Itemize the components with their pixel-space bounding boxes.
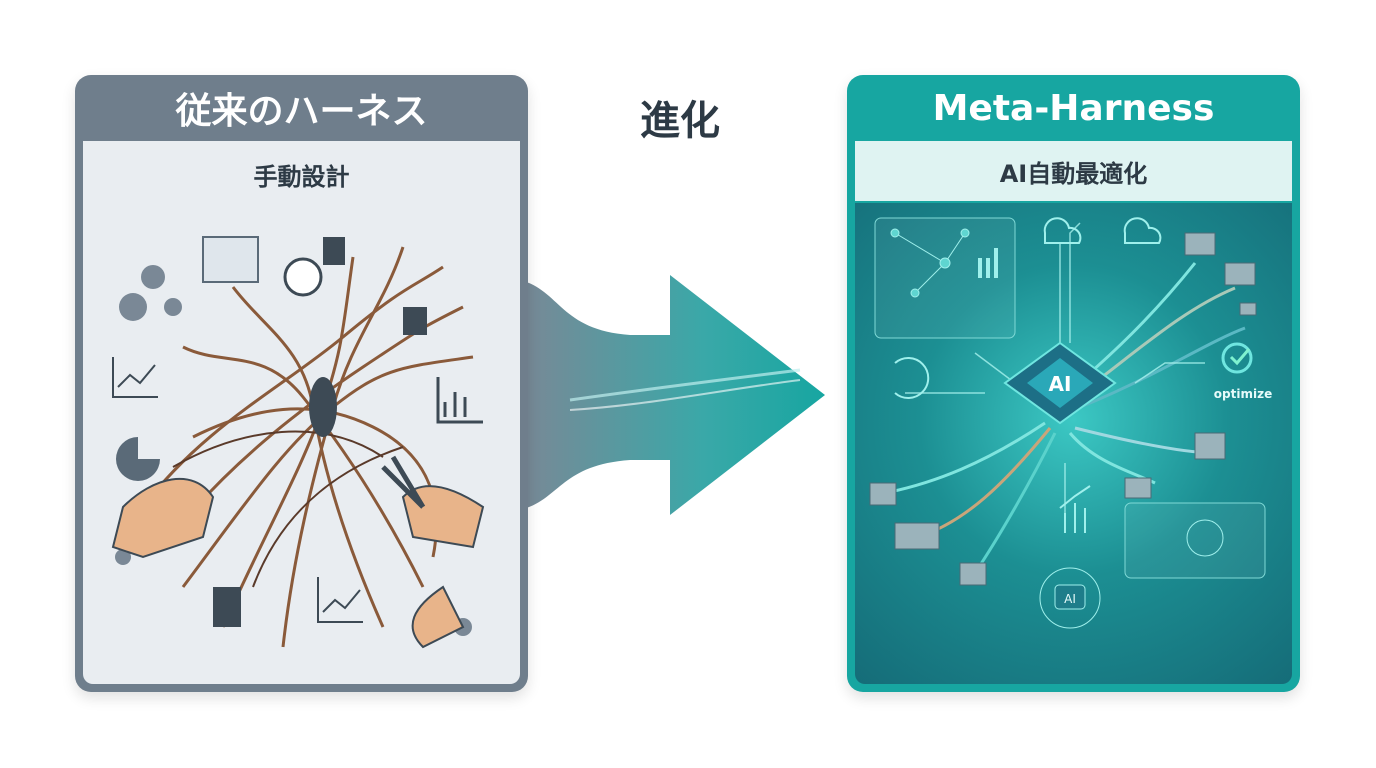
chip-label: AI (1049, 372, 1072, 396)
connector-icons (869, 232, 1257, 586)
network-graph-panel (874, 217, 1016, 339)
meta-harness-panel: Meta-Harness AI自動最適化 AI (847, 75, 1300, 692)
cloud-download-icon (1043, 217, 1082, 244)
face-scan-panel (1124, 502, 1266, 579)
head-icon (1186, 519, 1224, 557)
network-ai-label: AI (1064, 592, 1076, 606)
left-panel-title: 従来のハーネス (175, 91, 428, 132)
cloud-upload-icon (1123, 217, 1162, 244)
ai-chip-icon: AI (1003, 341, 1117, 425)
evolution-arrow (520, 275, 825, 515)
optimize-check-icon (1221, 342, 1253, 374)
optimize-label: optimize (1214, 387, 1272, 401)
left-panel-subtitle: 手動設計 (83, 141, 520, 207)
evolution-label: 進化 (640, 98, 720, 144)
right-panel-subtitle: AI自動最適化 (855, 141, 1292, 201)
tangled-wires-icon (111, 236, 485, 649)
manual-design-illustration (83, 207, 520, 684)
traditional-harness-panel: 従来のハーネス 手動設計 (75, 75, 528, 692)
right-panel-title: Meta-Harness (932, 87, 1215, 129)
ai-network-icon (1039, 567, 1101, 629)
speedometer-icon (894, 357, 930, 399)
ai-optimization-illustration: AI optimize AI (855, 203, 1292, 684)
